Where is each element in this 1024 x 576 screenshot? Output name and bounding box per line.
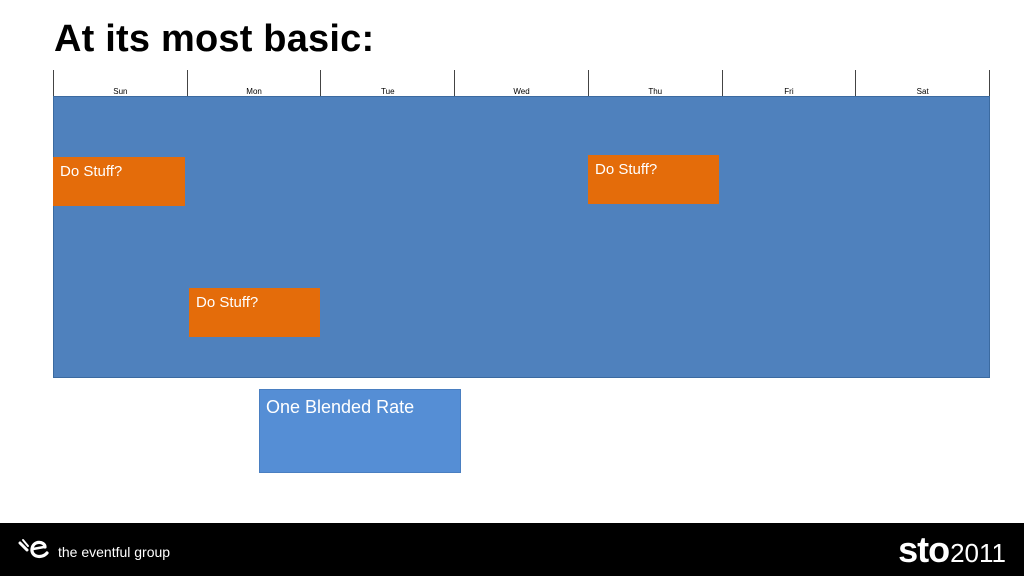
- event-year: 2011: [950, 538, 1006, 568]
- day-tue: Tue: [320, 70, 454, 97]
- task-block-mon: Do Stuff?: [189, 288, 320, 337]
- day-fri: Fri: [721, 70, 856, 97]
- task-block-thu: Do Stuff?: [588, 155, 719, 204]
- day-sun: Sun: [53, 70, 187, 97]
- brand-logo: the eventful group: [18, 537, 170, 566]
- calendar-header: Sun Mon Tue Wed Thu Fri Sat: [53, 70, 991, 97]
- day-mon: Mon: [186, 70, 321, 97]
- day-thu: Thu: [587, 70, 722, 97]
- event-name: sto: [898, 529, 950, 570]
- eventful-logo-icon: [18, 537, 52, 566]
- blended-rate-box: One Blended Rate: [259, 389, 461, 473]
- task-block-sun: Do Stuff?: [53, 157, 185, 206]
- slide-title: At its most basic:: [54, 18, 375, 60]
- footer-bar: the eventful group sto 2011: [0, 523, 1024, 576]
- event-logo: sto 2011: [898, 529, 1006, 571]
- day-sat: Sat: [855, 70, 991, 97]
- day-wed: Wed: [454, 70, 588, 97]
- brand-name: the eventful group: [58, 543, 171, 560]
